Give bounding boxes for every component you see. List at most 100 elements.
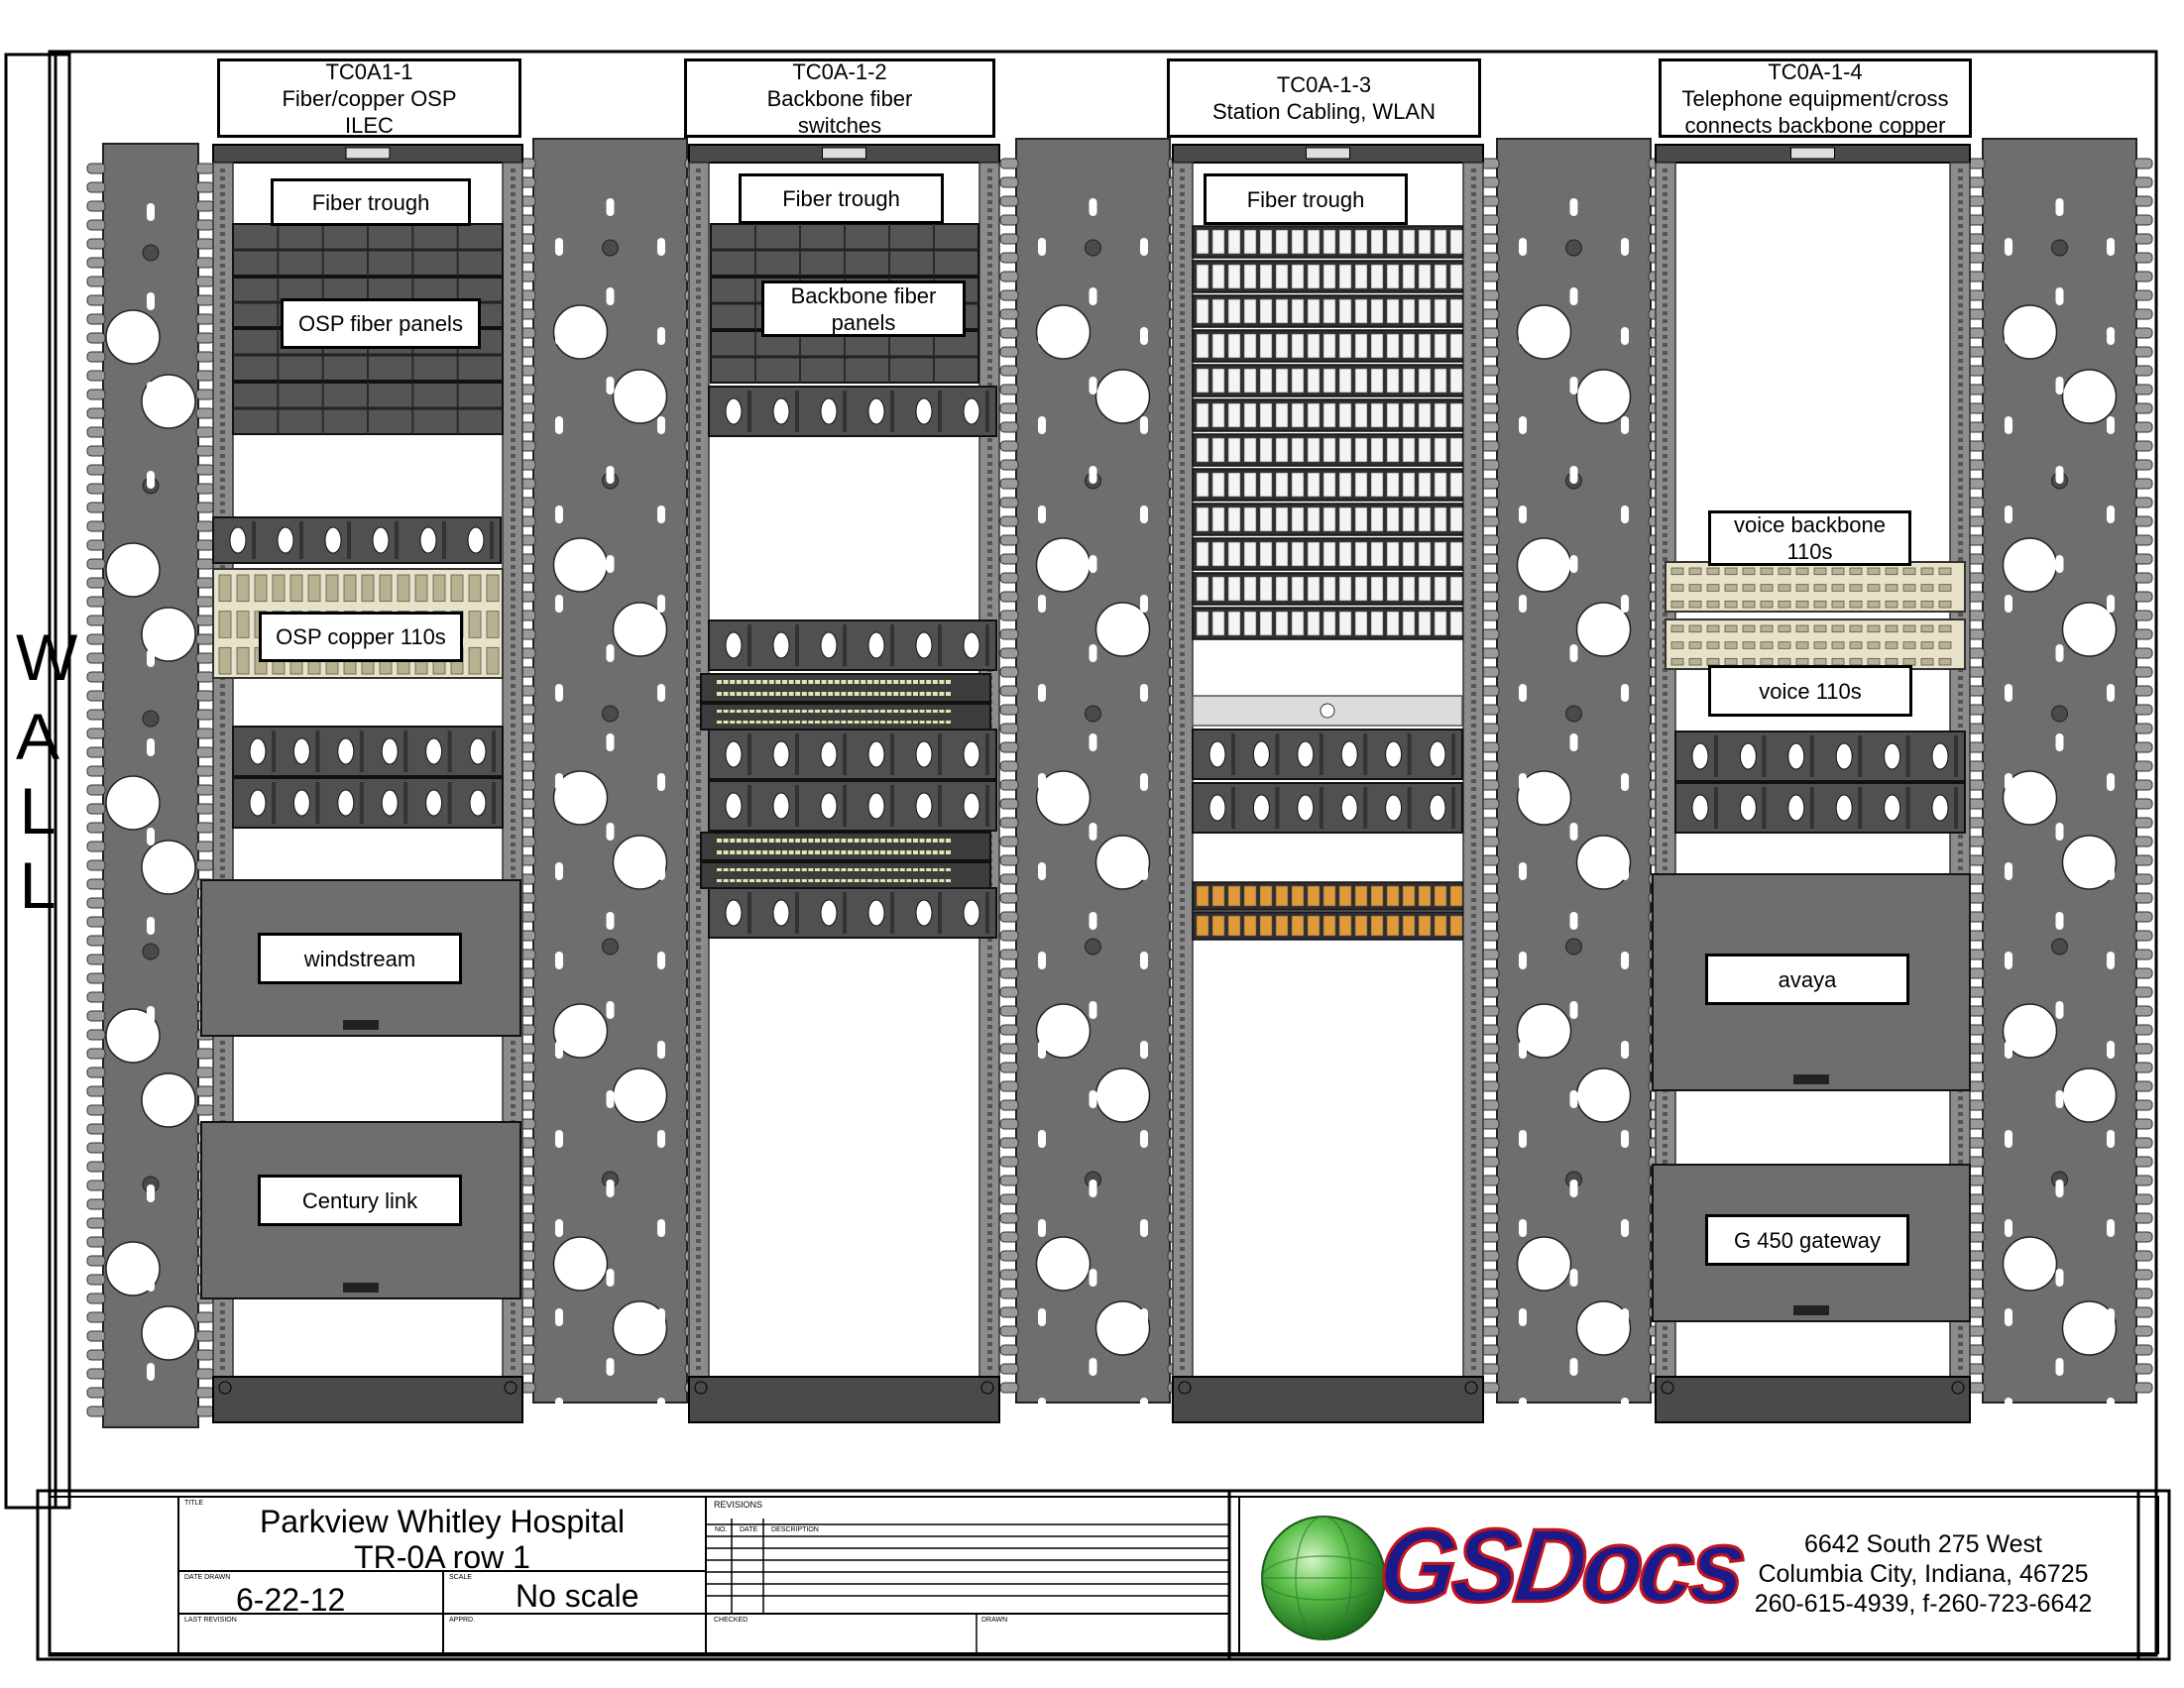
rack-3-patch-panel-5 bbox=[1192, 364, 1463, 397]
rack-2-horizontal-manager-1 bbox=[708, 386, 997, 437]
rack-3-horizontal-manager-2 bbox=[1192, 782, 1463, 834]
vertical-cable-manager-2 bbox=[517, 138, 704, 1415]
rack-3-patch-panel-10 bbox=[1192, 537, 1463, 571]
brand-plate bbox=[1793, 1305, 1829, 1315]
address-line-1: 6642 South 275 West bbox=[1804, 1530, 2042, 1558]
rack-1-fiber-trough-label: Fiber trough bbox=[271, 178, 471, 226]
date-caption: DATE DRAWN bbox=[184, 1574, 231, 1581]
logo-globe-grid bbox=[1261, 1516, 1386, 1640]
drawing-title-line1: Parkview Whitley Hospital bbox=[259, 1504, 626, 1539]
rack-3-fiber-trough-label: Fiber trough bbox=[1204, 173, 1408, 225]
rack-3-patch-panel-4 bbox=[1192, 329, 1463, 363]
checked-caption: CHECKED bbox=[714, 1617, 748, 1624]
rack-2-switch-3 bbox=[700, 832, 991, 861]
rack-2-title: TC0A-1-2 Backbone fiber switches bbox=[684, 58, 995, 138]
drawn-caption: DRAWN bbox=[981, 1617, 1008, 1624]
brand-plate bbox=[1793, 1074, 1829, 1084]
title-caption: TITLE bbox=[184, 1500, 204, 1507]
rack-1-horizontal-manager-2 bbox=[232, 726, 504, 777]
rack-3-wlan-panel-1 bbox=[1192, 881, 1463, 911]
rack-base bbox=[1655, 1376, 1971, 1423]
rack-3-patch-panel-11 bbox=[1192, 572, 1463, 606]
rack-3-horizontal-manager-1 bbox=[1192, 729, 1463, 780]
revisions-caption: REVISIONS bbox=[714, 1500, 763, 1510]
rack-3-patch-panel-1 bbox=[1192, 225, 1463, 259]
rack-2-horizontal-manager-3 bbox=[708, 729, 997, 780]
drawing-scale: No scale bbox=[516, 1578, 639, 1614]
drawing-date: 6-22-12 bbox=[236, 1582, 346, 1618]
racks-layer bbox=[86, 138, 2153, 1428]
rack-base bbox=[212, 1376, 523, 1423]
brand-plate bbox=[822, 147, 866, 160]
wall-letter-l1: L bbox=[19, 774, 57, 847]
brand-plate bbox=[345, 147, 391, 160]
rack-2-switch-1 bbox=[700, 673, 991, 703]
rack-1-osp-copper-110s-label: OSP copper 110s bbox=[259, 612, 463, 662]
rack-2-backbone-fiber-panel-3 bbox=[710, 330, 979, 384]
rack-4-voice-backbone-110s-label: voice backbone 110s bbox=[1708, 510, 1911, 566]
rack-3-wlan-panel-2 bbox=[1192, 911, 1463, 941]
rack-4-horizontal-manager-1 bbox=[1674, 731, 1966, 782]
rack-4-g450-gateway-label: G 450 gateway bbox=[1705, 1214, 1909, 1266]
rack-1-horizontal-manager-3 bbox=[232, 777, 504, 829]
address-line-2: Columbia City, Indiana, 46725 bbox=[1758, 1560, 2089, 1588]
rack-2-fiber-trough-label: Fiber trough bbox=[739, 173, 944, 224]
rack-1-century-link-label: Century link bbox=[258, 1175, 462, 1226]
brand-plate bbox=[1790, 147, 1835, 160]
rack-frame-1 bbox=[212, 144, 523, 1423]
wall-letter-a: A bbox=[16, 700, 60, 773]
revision-date-header: DATE bbox=[740, 1526, 758, 1533]
rack-3-patch-panel-12 bbox=[1192, 607, 1463, 640]
phone-fax-line: 260-615-4939, f-260-723-6642 bbox=[1754, 1590, 2093, 1618]
rack-4-voice-110-blocks-2 bbox=[1665, 619, 1966, 670]
rack-4-avaya-label: avaya bbox=[1705, 954, 1909, 1005]
rack-3-title: TC0A-1-3 Station Cabling, WLAN bbox=[1167, 58, 1481, 138]
rack-base bbox=[1172, 1376, 1484, 1423]
rack-3-patch-panel-6 bbox=[1192, 398, 1463, 432]
rack-2-horizontal-manager-2 bbox=[708, 619, 997, 671]
rack-3-patch-panel-2 bbox=[1192, 260, 1463, 293]
vertical-cable-manager-1 bbox=[86, 143, 215, 1428]
rack-1-osp-fiber-panel-4 bbox=[232, 382, 504, 435]
apprd-caption: APPRD. bbox=[449, 1617, 476, 1624]
revision-no-header: NO. bbox=[715, 1526, 728, 1533]
vertical-cable-manager-4 bbox=[1480, 138, 1667, 1415]
rack-2-horizontal-manager-5 bbox=[708, 887, 997, 939]
rack-4-horizontal-manager-2 bbox=[1674, 782, 1966, 834]
rack-1-osp-fiber-panels-label: OSP fiber panels bbox=[281, 298, 481, 349]
wall-letter-w: W bbox=[16, 620, 78, 694]
brand-plate bbox=[1306, 147, 1350, 160]
rack-4-voice-110s-label: voice 110s bbox=[1708, 665, 1912, 717]
rack-3-patch-panel-8 bbox=[1192, 468, 1463, 502]
wall-letter-l2: L bbox=[19, 848, 57, 922]
rack-frame-3 bbox=[1172, 144, 1484, 1423]
rack-1-windstream-label: windstream bbox=[258, 933, 462, 984]
rack-1-horizontal-manager-1 bbox=[212, 516, 502, 564]
sheet-border bbox=[48, 50, 2158, 1657]
rack-3-patch-panel-3 bbox=[1192, 294, 1463, 328]
rack-2-switch-4 bbox=[700, 861, 991, 889]
gsdocs-logo: GSDocs bbox=[1372, 1507, 1749, 1627]
rack-3-patch-panel-9 bbox=[1192, 503, 1463, 536]
rack-2-backbone-fiber-panels-label: Backbone fiber panels bbox=[761, 281, 966, 337]
rack-3-blank-panel-knob bbox=[1320, 703, 1335, 719]
rack-1-title: TC0A1-1 Fiber/copper OSP ILEC bbox=[217, 58, 521, 138]
title-block-frame bbox=[36, 1489, 2171, 1661]
rack-2-backbone-fiber-panel-1 bbox=[710, 223, 979, 277]
rack-2-horizontal-manager-4 bbox=[708, 780, 997, 832]
brand-plate bbox=[343, 1283, 379, 1293]
rack-2-switch-2 bbox=[700, 703, 991, 731]
rack-4-voice-backbone-110-blocks-1 bbox=[1665, 561, 1966, 613]
rack-1-osp-fiber-panel-1 bbox=[232, 223, 504, 277]
vertical-cable-manager-3 bbox=[999, 138, 1187, 1415]
rack-3-patch-panel-7 bbox=[1192, 433, 1463, 467]
drawing-title-line2: TR-0A row 1 bbox=[354, 1539, 530, 1575]
rack-4-title: TC0A-1-4 Telephone equipment/cross conne… bbox=[1659, 58, 1972, 138]
scale-caption: SCALE bbox=[449, 1574, 472, 1581]
last-revision-caption: LAST REVISION bbox=[184, 1617, 237, 1624]
vertical-cable-manager-5 bbox=[1966, 138, 2153, 1415]
brand-plate bbox=[343, 1020, 379, 1030]
revision-description-header: DESCRIPTION bbox=[771, 1526, 819, 1533]
rack-base bbox=[688, 1376, 1000, 1423]
